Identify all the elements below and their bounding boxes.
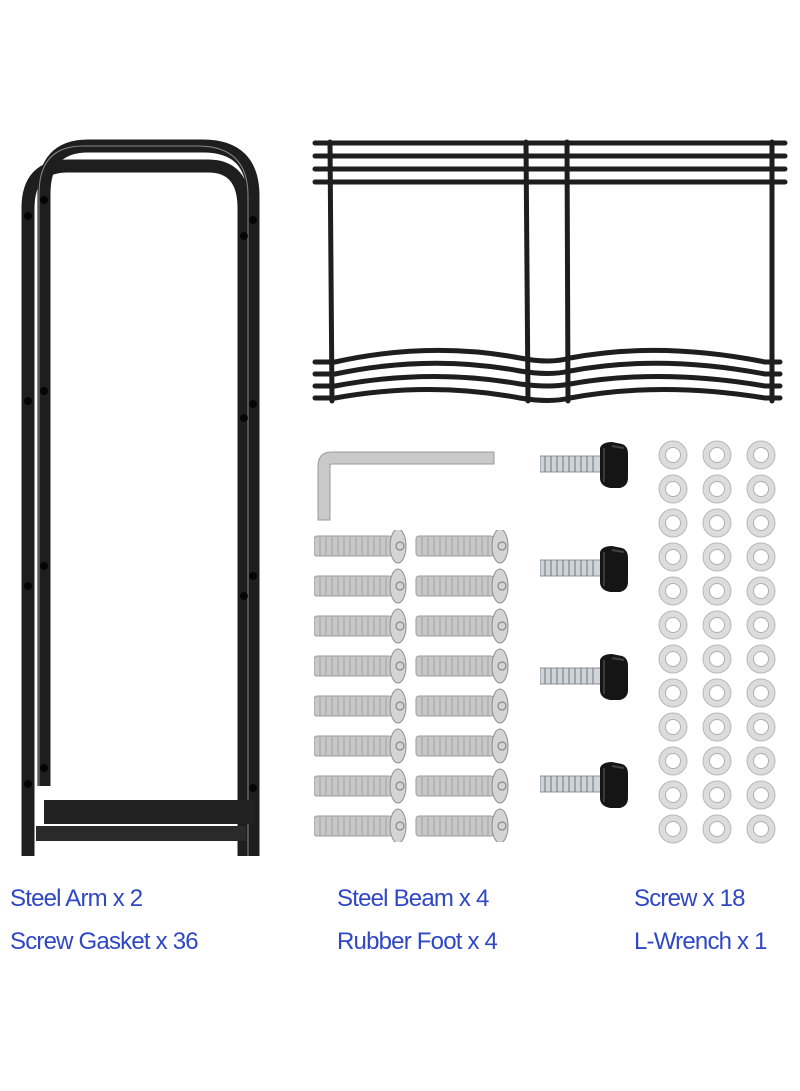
label-screw: Screw x 18 — [634, 885, 746, 912]
screw-grid — [314, 530, 514, 842]
label-rubber-foot: Rubber Foot x 4 — [337, 928, 498, 955]
washer-grid — [658, 440, 788, 850]
steel-arm-frame-icon — [8, 136, 288, 861]
label-steel-beam: Steel Beam x 4 — [337, 885, 489, 912]
label-l-wrench: L-Wrench x 1 — [634, 928, 767, 955]
rubber-foot-grid — [540, 440, 635, 820]
steel-beam-rack-icon — [310, 136, 790, 416]
label-steel-arm: Steel Arm x 2 — [10, 885, 143, 912]
label-screw-gasket: Screw Gasket x 36 — [10, 928, 199, 955]
l-wrench-icon — [314, 450, 496, 522]
